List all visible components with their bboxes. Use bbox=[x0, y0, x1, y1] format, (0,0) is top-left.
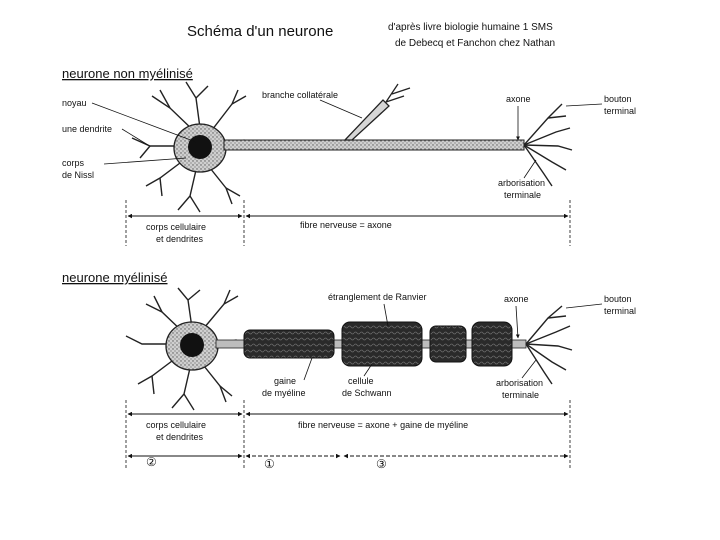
axon-1 bbox=[223, 139, 525, 151]
leader-gaine bbox=[303, 357, 313, 381]
label-bouton-1b: terminal bbox=[604, 106, 636, 116]
section1-heading: neurone non myélinisé bbox=[62, 66, 193, 81]
label-gaine-1: gaine bbox=[274, 376, 296, 386]
leader-dendrite bbox=[121, 128, 149, 146]
label-schwann-1: cellule bbox=[348, 376, 374, 386]
label-arbor-2b: terminale bbox=[502, 390, 539, 400]
source-line-2: de Debecq et Fanchon chez Nathan bbox=[395, 38, 555, 49]
label-nissl-1: corps bbox=[62, 158, 85, 168]
label-axone-2: axone bbox=[504, 294, 529, 304]
myelin-sheath bbox=[243, 321, 513, 367]
section-non-myelinated: neurone non myélinisé bbox=[62, 66, 636, 246]
section-myelinated: neurone myélinisé bbox=[62, 270, 636, 471]
label-bouton-1a: bouton bbox=[604, 94, 632, 104]
label-bouton-2a: bouton bbox=[604, 294, 632, 304]
nucleus-1 bbox=[188, 135, 212, 159]
section2-heading: neurone myélinisé bbox=[62, 270, 168, 285]
label-corps-1b: et dendrites bbox=[156, 234, 204, 244]
leader-schwann bbox=[363, 363, 373, 377]
leader-arbor-2 bbox=[521, 359, 537, 379]
source-line-1: d'après livre biologie humaine 1 SMS bbox=[388, 22, 553, 33]
label-noyau: noyau bbox=[62, 98, 87, 108]
leader-arbor-1 bbox=[523, 159, 537, 179]
label-gaine-2: de myéline bbox=[262, 388, 306, 398]
mark-a: ② bbox=[146, 455, 157, 469]
label-axone-1: axone bbox=[506, 94, 531, 104]
leader-collateral bbox=[319, 99, 363, 119]
label-nissl-2: de Nissl bbox=[62, 170, 94, 180]
label-bouton-2b: terminal bbox=[604, 306, 636, 316]
leader-nissl bbox=[103, 157, 187, 165]
dendrites-1 bbox=[131, 81, 257, 213]
collateral-branch bbox=[343, 83, 411, 141]
label-collateral: branche collatérale bbox=[262, 90, 338, 100]
leader-bouton-2 bbox=[565, 303, 603, 309]
label-fibre-2: fibre nerveuse = axone + gaine de myélin… bbox=[298, 420, 468, 430]
terminal-arborization-1 bbox=[523, 103, 573, 187]
terminal-arborization-2 bbox=[525, 305, 573, 385]
leader-axone-2 bbox=[515, 305, 520, 339]
label-arbor-1a: arborisation bbox=[498, 178, 545, 188]
diagram-title: Schéma d'un neurone bbox=[187, 23, 333, 40]
mark-b: ① bbox=[264, 457, 275, 471]
label-schwann-2: de Schwann bbox=[342, 388, 392, 398]
label-dendrite: une dendrite bbox=[62, 124, 112, 134]
nucleus-2 bbox=[180, 333, 204, 357]
label-arbor-2a: arborisation bbox=[496, 378, 543, 388]
label-corps-2b: et dendrites bbox=[156, 432, 204, 442]
label-arbor-1b: terminale bbox=[504, 190, 541, 200]
label-fibre-1: fibre nerveuse = axone bbox=[300, 220, 392, 230]
label-corps-2a: corps cellulaire bbox=[146, 420, 206, 430]
mark-c: ③ bbox=[376, 457, 387, 471]
label-corps-1a: corps cellulaire bbox=[146, 222, 206, 232]
leader-bouton-1 bbox=[565, 103, 603, 107]
leader-noyau bbox=[91, 102, 197, 143]
label-ranvier: étranglement de Ranvier bbox=[328, 292, 427, 302]
leader-ranvier bbox=[383, 303, 389, 327]
